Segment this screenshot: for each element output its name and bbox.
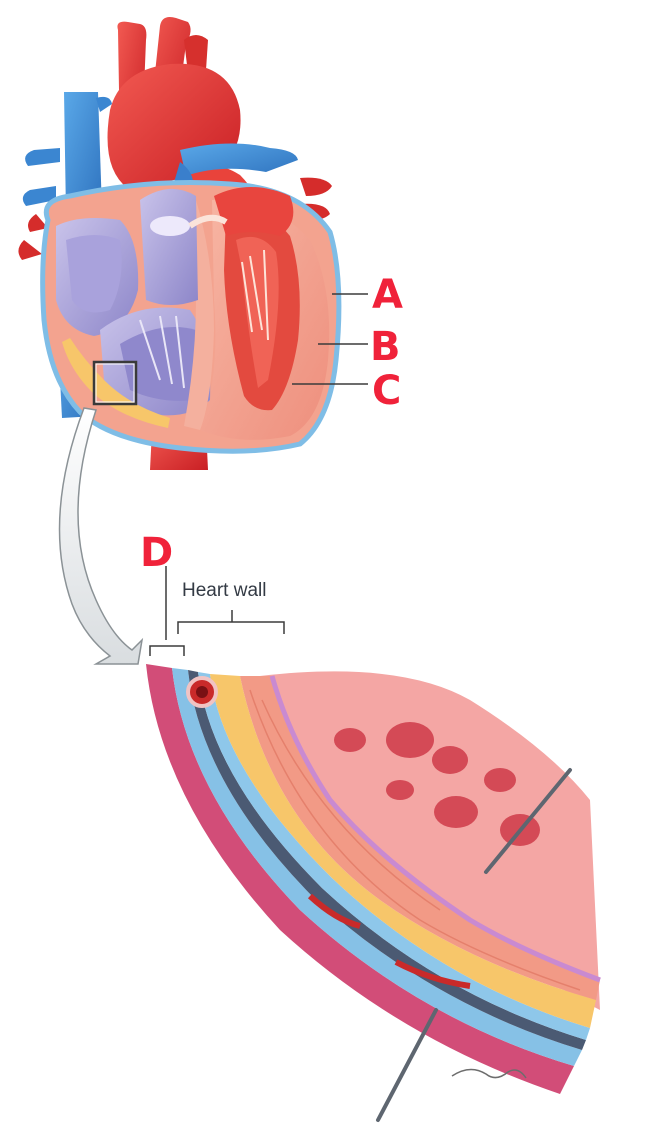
leader-lines [292, 293, 368, 385]
artist-signature [451, 1068, 527, 1079]
magnified-region-box [92, 360, 138, 406]
left-atrium [214, 187, 294, 236]
probe-lower [376, 1008, 438, 1122]
heart-wall-label: Heart wall [182, 580, 266, 601]
heart-wall-bracket [177, 610, 285, 634]
wall-cross-section [146, 664, 601, 1122]
label-d: D [140, 530, 173, 576]
label-a: A [372, 272, 403, 318]
chordae-right [139, 315, 185, 389]
chordae-left [241, 249, 269, 341]
pericardium-bracket [149, 645, 185, 656]
pulmonary-valve [150, 216, 190, 236]
right-atrium-inner [66, 235, 122, 313]
left-ventricle-trabeculae [236, 236, 279, 388]
label-b: B [370, 324, 401, 370]
magnification-arrow [58, 407, 144, 665]
handwritten-labels: A B C D [140, 272, 403, 576]
muscle-fibers [249, 689, 581, 991]
small-vessel [307, 893, 361, 929]
ventricle-lumen [260, 671, 600, 1010]
subepicardial-fat [210, 674, 596, 1028]
pulmonary-trunk-inner [140, 188, 198, 305]
probe-upper [484, 768, 572, 874]
heart-illustration [18, 17, 342, 470]
epicardial-fat [62, 338, 170, 428]
aortic-valve [188, 214, 228, 229]
label-c: C [372, 368, 401, 414]
interventricular-septum [180, 200, 214, 430]
trabeculae-carneae [334, 722, 540, 846]
endocardium [269, 675, 601, 983]
